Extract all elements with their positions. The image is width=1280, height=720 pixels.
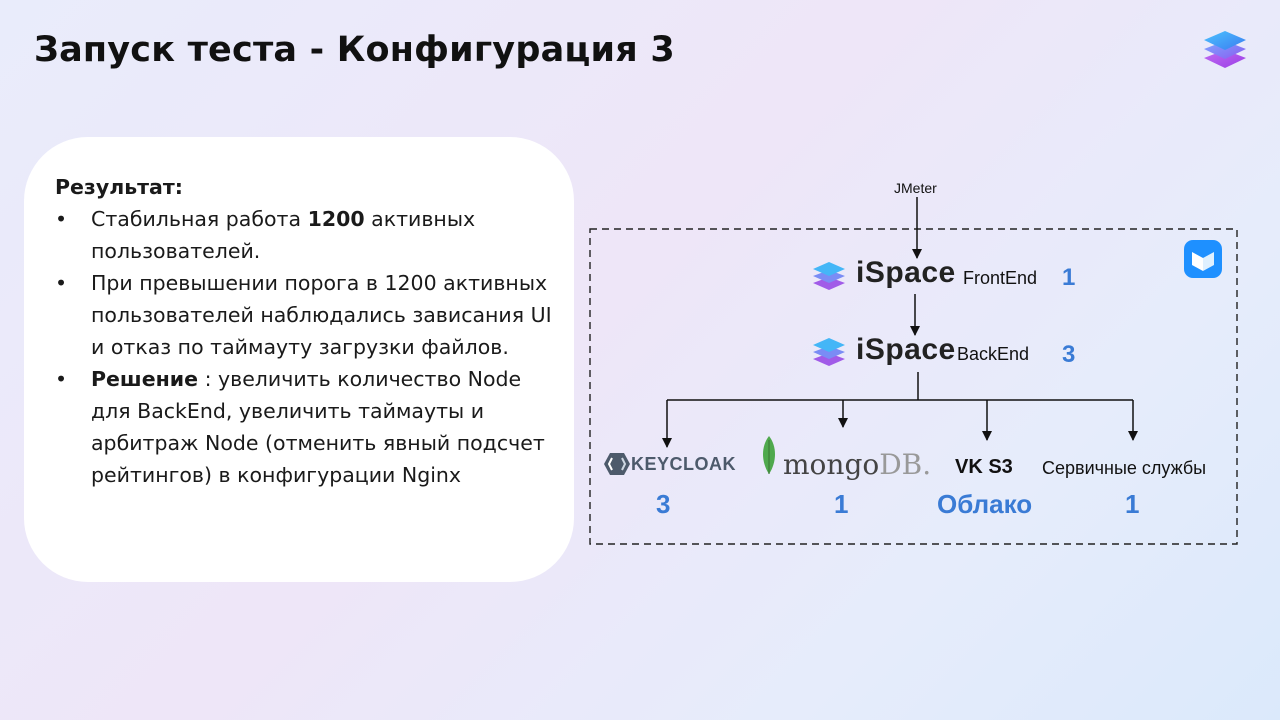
frontend-count: 1 — [1062, 264, 1076, 291]
result-bullet-stable: Стабильная работа 1200 активных пользова… — [55, 203, 555, 267]
cloud-box-icon — [1184, 240, 1222, 278]
mongodb-label-part-a: mongo — [783, 448, 880, 481]
keycloak-label: KEYCLOAK — [631, 454, 737, 474]
ispace-frontend-stack-icon — [813, 262, 845, 290]
bullet-text: активных пользователей. — [91, 207, 476, 263]
frontend-label: FrontEnd — [963, 268, 1038, 288]
dashed-boundary — [589, 228, 1238, 545]
vk-s3-count: Облако — [937, 489, 1033, 519]
bullet-bold: 1200 — [307, 207, 365, 231]
result-bullet-solution: Решение : увеличить количество Node для … — [55, 363, 555, 491]
bullet-text: При превышении порога в 1200 активных по… — [91, 271, 552, 359]
result-card: Результат: Стабильная работа 1200 активн… — [24, 137, 574, 582]
service-agents-label: Сервичные службы — [1042, 458, 1207, 478]
ispace-backend-brand: iSpace — [856, 333, 956, 366]
result-bullet-threshold: При превышении порога в 1200 активных по… — [55, 267, 555, 363]
bullet-text: : увеличить количество Node для BackEnd,… — [91, 367, 545, 487]
result-heading: Результат: — [55, 175, 183, 199]
bullet-bold: Решение — [91, 367, 199, 391]
jmeter-label: JMeter — [894, 180, 937, 196]
bullet-text: Стабильная работа — [91, 207, 308, 231]
ispace-frontend-brand: iSpace — [856, 256, 956, 289]
mongodb-count: 1 — [834, 489, 849, 519]
ispace-backend-stack-icon — [813, 338, 845, 366]
result-list: Стабильная работа 1200 активных пользова… — [55, 203, 555, 491]
mongodb-leaf-icon — [763, 436, 775, 474]
service-agents-count: 1 — [1125, 489, 1140, 519]
vk-s3-label: VK S3 — [955, 456, 1013, 478]
layered-stack-logo-icon — [1204, 31, 1246, 68]
keycloak-icon — [604, 453, 630, 475]
keycloak-count: 3 — [656, 489, 671, 519]
mongodb-label-part-b: DB. — [879, 448, 932, 481]
backend-label: BackEnd — [957, 344, 1030, 364]
slide-title: Запуск теста - Конфигурация 3 — [34, 30, 675, 70]
backend-count: 3 — [1062, 341, 1076, 368]
mongodb-label: mongoDB. — [783, 448, 931, 481]
